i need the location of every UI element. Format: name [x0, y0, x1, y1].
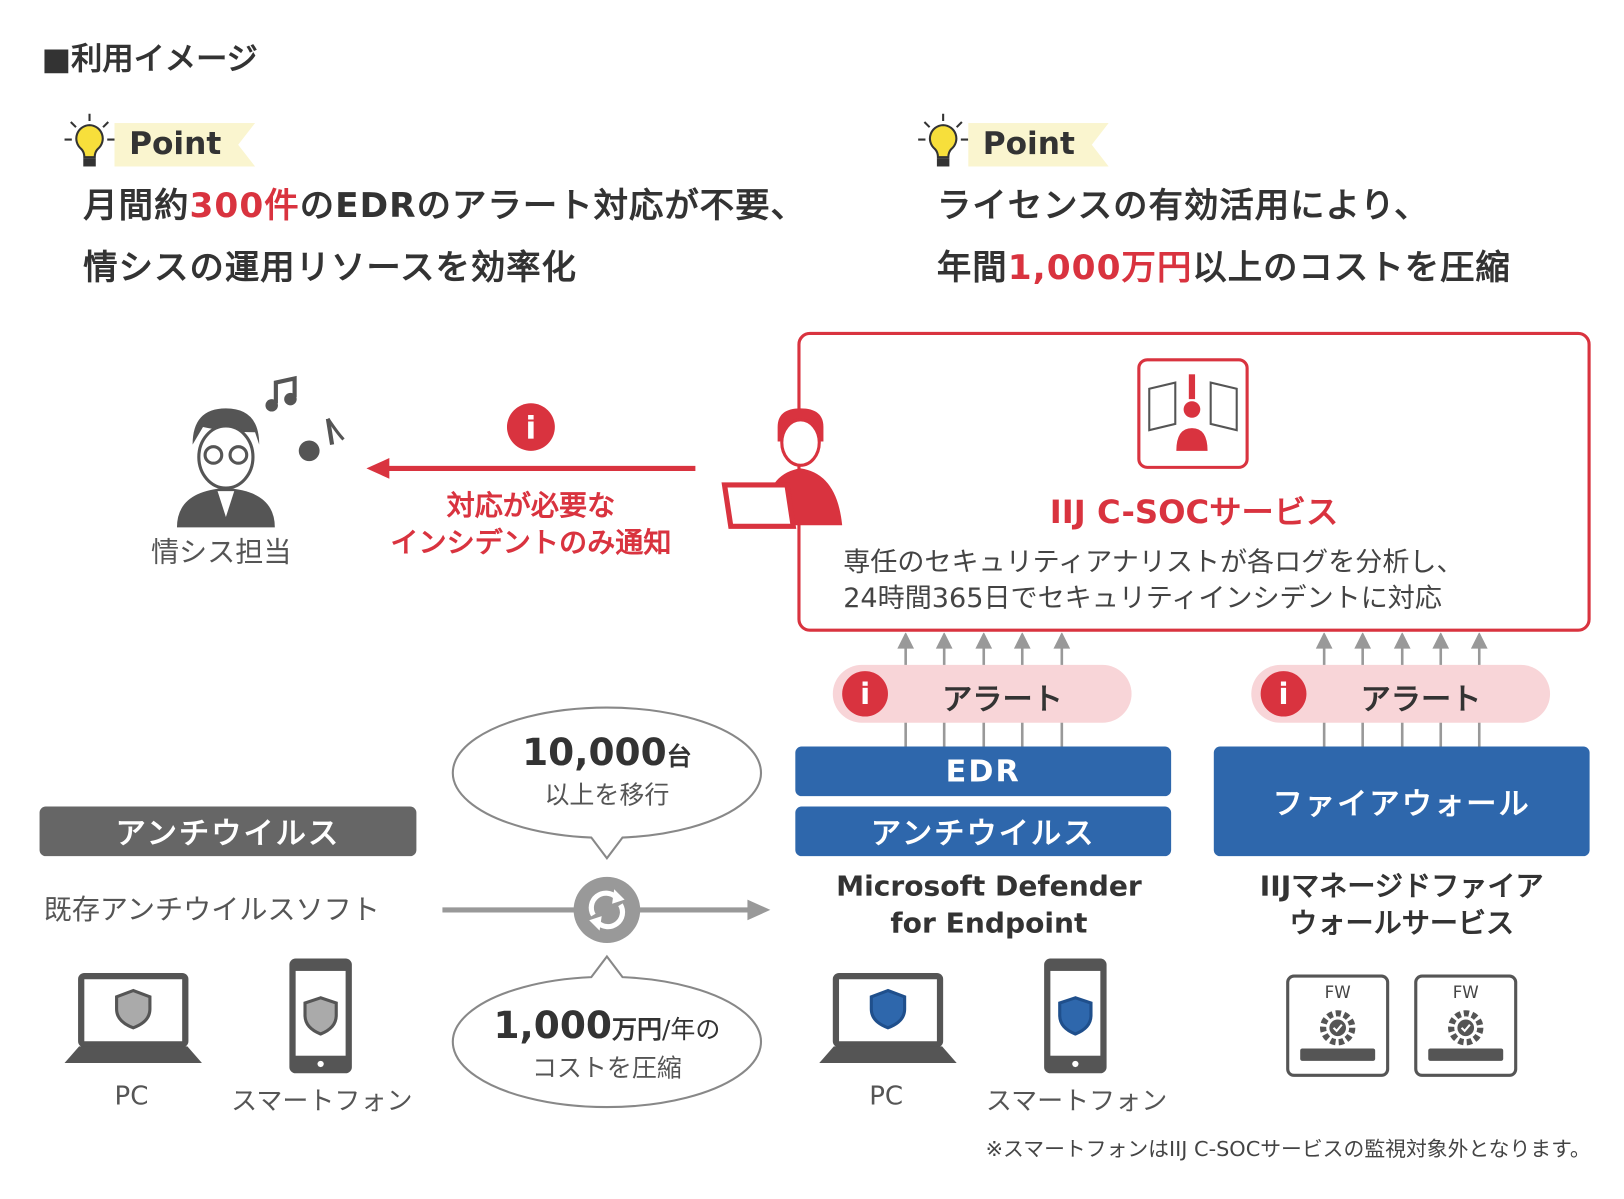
edr-bar: EDR	[795, 746, 1172, 797]
bubble-bottom-text: 1,000万円/年の コストを圧縮	[493, 1005, 721, 1083]
mde-antivirus-bar: アンチウイルス	[795, 806, 1172, 857]
arrow-head	[1315, 632, 1333, 649]
firewall-device-icon: FW	[1286, 974, 1390, 1077]
speech-bubble-bottom	[451, 954, 763, 1109]
firewall-bar: ファイアウォール	[1213, 746, 1590, 857]
fw-label: FW	[1324, 982, 1351, 1002]
svg-text:i: i	[1279, 677, 1289, 711]
alert-label: アラート	[942, 681, 1063, 717]
alert-pill-edr: i アラート	[832, 664, 1132, 723]
info-icon: i	[842, 671, 888, 717]
pc-label: PC	[114, 1080, 149, 1111]
csoc-description-line-2: 24時間365日でセキュリティインシデントに対応	[843, 583, 1442, 615]
point-badge: Point	[968, 123, 1109, 167]
arrow-head	[1354, 632, 1372, 649]
laptop-shield-icon	[64, 972, 202, 1063]
arrow-head	[1470, 632, 1488, 649]
info-icon	[506, 403, 555, 451]
svg-text:i: i	[526, 411, 537, 447]
arrow-head	[935, 632, 953, 649]
footnote: ※スマートフォンはIIJ C-SOCサービスの監視対象外となります。	[985, 1136, 1591, 1162]
migration-graphic	[442, 706, 771, 1109]
existing-antivirus-bar: アンチウイルス	[39, 806, 417, 857]
point-1-line-1: 月間約300件のEDRのアラート対応が不要、	[83, 185, 806, 226]
smartphone-label: スマートフォン	[231, 1085, 413, 1116]
it-staff-label: 情シス担当	[150, 536, 292, 569]
alert-pill-firewall: i アラート	[1251, 664, 1551, 723]
notification-text: 対応が必要なインシデントのみ通知	[390, 490, 672, 560]
arrow-head	[1432, 632, 1450, 649]
laptop-shield-icon	[819, 972, 957, 1063]
smartphone-shield-icon	[1044, 958, 1107, 1074]
refresh-icon	[573, 876, 641, 944]
pc-label: PC	[869, 1080, 904, 1111]
point-2-line-2: 年間1,000万円以上のコストを圧縮	[936, 247, 1511, 288]
speech-bubble-top	[451, 706, 763, 860]
arrow-head	[897, 632, 915, 649]
it-staff-person-icon	[176, 375, 345, 528]
existing-antivirus-label: 既存アンチウイルスソフト	[43, 894, 380, 927]
firewall-device-icon: FW	[1414, 974, 1518, 1077]
fw-label: FW	[1452, 982, 1479, 1002]
point-1-line-2: 情シスの運用リソースを効率化	[83, 247, 578, 288]
fw-service-name: IIJマネージドファイアウォールサービス	[1259, 870, 1544, 940]
arrow-head	[1013, 632, 1031, 649]
lightbulb-icon	[918, 113, 969, 167]
notification-arrow: i	[366, 403, 696, 479]
point-2-line-1: ライセンスの有効活用により、	[936, 185, 1430, 226]
section-title: ■利用イメージ	[41, 41, 258, 78]
smartphone-label: スマートフォン	[985, 1085, 1168, 1116]
analyst-monitor-icon	[1137, 358, 1249, 469]
alert-label: アラート	[1360, 681, 1482, 717]
smartphone-shield-icon	[289, 958, 352, 1074]
arrow-head	[975, 632, 993, 649]
point-badge: Point	[114, 123, 256, 167]
info-icon: i	[1260, 671, 1307, 717]
security-analyst-icon	[721, 408, 843, 529]
csoc-service-title: IIJ C-SOCサービス	[1049, 494, 1339, 532]
arrow-head	[1053, 632, 1071, 649]
arrow-head	[1393, 632, 1411, 649]
bubble-top-text: 10,000台 以上を移行	[522, 732, 692, 810]
log-upload-arrows	[897, 632, 1488, 747]
lightbulb-icon	[64, 113, 115, 167]
svg-text:i: i	[860, 677, 870, 711]
csoc-description-line-1: 専任のセキュリティアナリストが各ログを分析し、	[843, 546, 1464, 579]
